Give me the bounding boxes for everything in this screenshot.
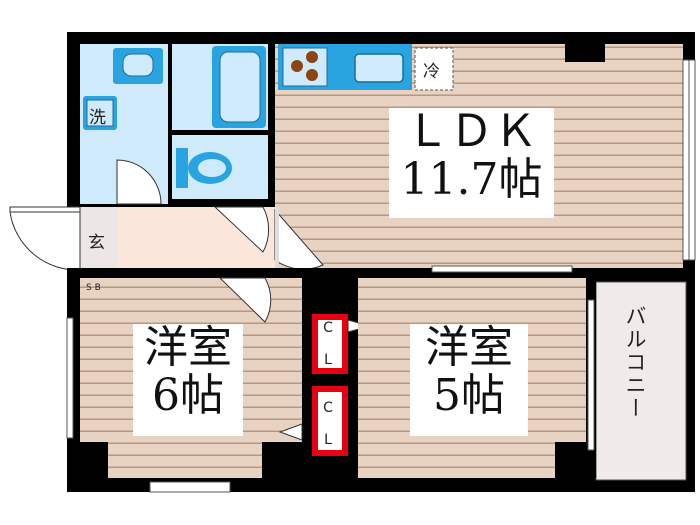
ldk-label: ＬＤＫ 11.7帖 bbox=[389, 108, 554, 218]
closet-2-label: C L bbox=[320, 400, 336, 448]
western-room-1-size: 6帖 bbox=[152, 369, 224, 421]
western-room-1-label: 洋室 6帖 bbox=[133, 324, 243, 436]
western-room-2-name: 洋室 bbox=[425, 322, 513, 373]
washer-label: 洗 bbox=[89, 108, 106, 128]
fridge-label: 冷 bbox=[423, 62, 440, 82]
toilet-tank-icon bbox=[176, 148, 188, 188]
entrance-label: 玄 bbox=[88, 233, 105, 253]
stove-burner-icon bbox=[291, 60, 303, 72]
ldk-size: 11.7帖 bbox=[400, 153, 543, 205]
western-room-2-size: 5帖 bbox=[433, 369, 505, 421]
balcony-label: バルコニー bbox=[623, 305, 647, 420]
entrance-floor bbox=[80, 207, 117, 270]
kitchen-sink bbox=[354, 53, 404, 83]
ldk-name: ＬＤＫ bbox=[405, 106, 538, 157]
western-room-2-label: 洋室 5帖 bbox=[410, 324, 528, 436]
shoe-box-label: S B bbox=[86, 283, 101, 293]
closet-1-label: C L bbox=[320, 320, 336, 368]
balcony-floor bbox=[595, 281, 687, 481]
stove-burner-icon bbox=[306, 51, 318, 63]
western-room-1-name: 洋室 bbox=[144, 322, 232, 373]
fridge-space bbox=[414, 47, 454, 91]
stove-burner-icon bbox=[306, 69, 318, 81]
